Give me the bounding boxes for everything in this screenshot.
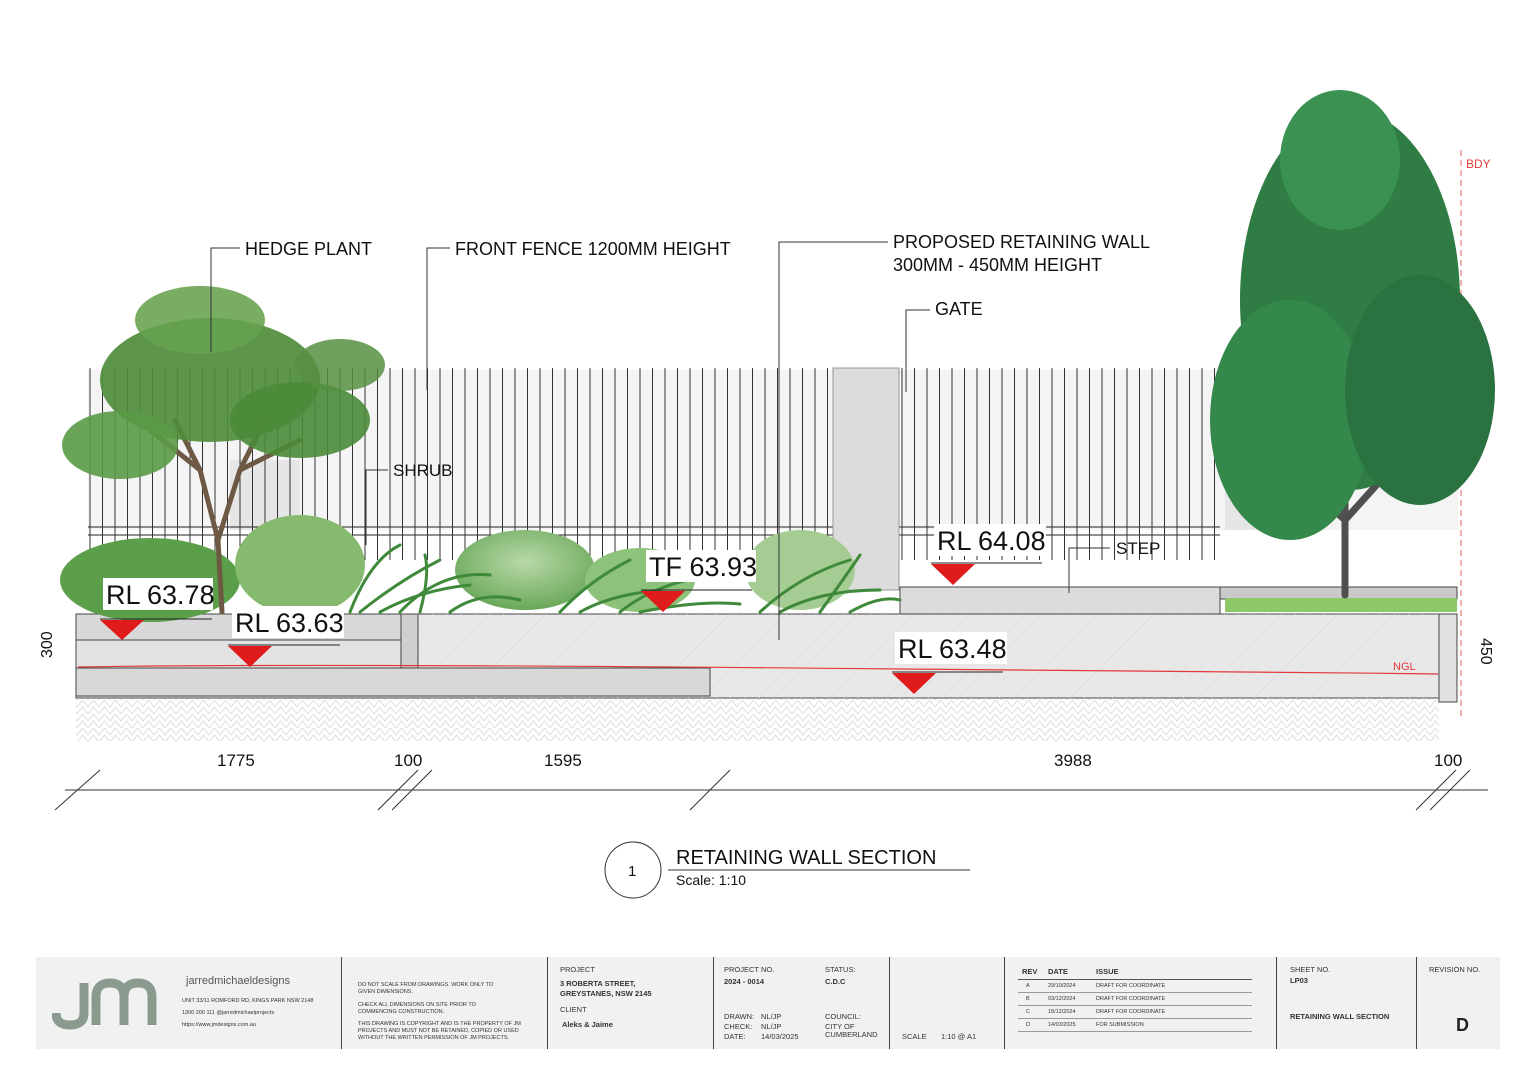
drawn-label: DRAWN: bbox=[724, 1012, 755, 1021]
date-label: DATE: bbox=[724, 1032, 746, 1041]
revision-row: B 03/12/2024 DRAFT FOR COORDINATE bbox=[1018, 993, 1252, 1006]
retaining-wall-label-line1: PROPOSED RETAINING WALL bbox=[893, 232, 1150, 252]
dimension-100-right: 100 bbox=[1434, 751, 1462, 770]
council-line1: CITY OF bbox=[825, 1022, 855, 1031]
dimension-line bbox=[54, 769, 1488, 811]
front-fence-label: FRONT FENCE 1200MM HEIGHT bbox=[455, 239, 731, 259]
revision-row: D 14/03/2025 FOR SUBMISSION bbox=[1018, 1019, 1252, 1032]
retaining-wall-label-line2: 300MM - 450MM HEIGHT bbox=[893, 255, 1102, 275]
bdy-label: BDY bbox=[1466, 157, 1491, 171]
level-marker: RL 63.63 bbox=[228, 606, 344, 667]
section-title-text: RETAINING WALL SECTION bbox=[676, 847, 936, 869]
sheet-title: RETAINING WALL SECTION bbox=[1290, 1012, 1390, 1021]
note-scale: DO NOT SCALE FROM DRAWINGS. WORK ONLY TO… bbox=[358, 982, 494, 995]
level-marker: TF 63.93 bbox=[641, 550, 757, 612]
ngl-label: NGL bbox=[1393, 661, 1416, 673]
project-line1: 3 ROBERTA STREET, bbox=[560, 979, 636, 988]
note-copyright: THIS DRAWING IS COPYRIGHT AND IS THE PRO… bbox=[358, 1021, 521, 1041]
revision-row: C 18/12/2024 DRAFT FOR COORDINATE bbox=[1018, 1006, 1252, 1019]
council-label: COUNCIL: bbox=[825, 1012, 861, 1021]
retaining-wall-section bbox=[75, 586, 1458, 741]
section-number: 1 bbox=[628, 863, 636, 880]
shrubs bbox=[60, 515, 1457, 622]
check-value: NL/JP bbox=[761, 1022, 782, 1031]
check-label: CHECK: bbox=[724, 1022, 753, 1031]
ngl-line bbox=[77, 664, 1439, 675]
company-name: jarredmichaeldesigns bbox=[186, 975, 290, 987]
scale-label: SCALE bbox=[902, 1032, 927, 1041]
level-rl-63-63: RL 63.63 bbox=[235, 608, 344, 638]
level-tf-63-93: TF 63.93 bbox=[649, 552, 757, 582]
dimension-100-left: 100 bbox=[394, 751, 422, 770]
level-rl-63-78: RL 63.78 bbox=[106, 580, 215, 610]
client-name: Aleks & Jaime bbox=[562, 1020, 613, 1029]
project-label: PROJECT bbox=[560, 965, 596, 974]
revision-no: D bbox=[1456, 1015, 1469, 1035]
revision-row: A 29/10/2024 DRAFT FOR COORDINATE bbox=[1018, 980, 1252, 993]
level-marker: RL 63.48 bbox=[892, 632, 1007, 694]
section-scale: Scale: 1:10 bbox=[676, 872, 746, 888]
sheet-no: LP03 bbox=[1290, 976, 1308, 985]
sheet-no-label: SHEET NO. bbox=[1290, 965, 1331, 974]
hedge-plant-label: HEDGE PLANT bbox=[245, 239, 372, 259]
level-marker: RL 63.78 bbox=[100, 578, 215, 640]
dimension-1775: 1775 bbox=[217, 751, 255, 770]
company-website: https://www.jmdesigns.com.au bbox=[182, 1022, 256, 1028]
level-rl-63-48: RL 63.48 bbox=[898, 634, 1007, 664]
date-value: 14/03/2025 bbox=[761, 1032, 799, 1041]
gate-label: GATE bbox=[935, 299, 983, 319]
title-block: jarredmichaeldesigns UNIT 33/11 ROMFORD … bbox=[36, 957, 1500, 1049]
company-address: UNIT 33/11 ROMFORD RD, KINGS PARK NSW 21… bbox=[182, 998, 314, 1004]
client-label: CLIENT bbox=[560, 1005, 587, 1014]
drawn-value: NL/JP bbox=[761, 1012, 782, 1021]
level-rl-64-08: RL 64.08 bbox=[937, 526, 1046, 556]
council-line2: CUMBERLAND bbox=[825, 1030, 878, 1039]
company-logo bbox=[52, 978, 157, 1030]
status-value: C.D.C bbox=[825, 977, 846, 986]
level-marker: RL 64.08 bbox=[931, 524, 1046, 585]
date-header: DATE bbox=[1048, 967, 1068, 976]
note-dimensions: CHECK ALL DIMENSIONS ON SITE PRIOR TO CO… bbox=[358, 1002, 476, 1015]
shrub-label: SHRUB bbox=[393, 461, 453, 480]
revision-table: REV DATE ISSUE A 29/10/2024 DRAFT FOR CO… bbox=[1018, 965, 1252, 1032]
rev-header: REV bbox=[1022, 967, 1038, 976]
company-contact: 1300 200 111 @jarredmichaelprojects bbox=[182, 1010, 275, 1016]
dimension-3988: 3988 bbox=[1054, 751, 1092, 770]
project-line2: GREYSTANES, NSW 2145 bbox=[560, 989, 652, 998]
dimension-1595: 1595 bbox=[544, 751, 582, 770]
revision-no-label: REVISION NO. bbox=[1429, 965, 1481, 974]
section-title: 1 RETAINING WALL SECTION Scale: 1:10 bbox=[604, 841, 970, 899]
project-no-label: PROJECT NO. bbox=[724, 965, 775, 974]
wall-height-left: 300 bbox=[39, 631, 56, 658]
hedge-plant-tree bbox=[62, 286, 385, 615]
project-no: 2024 - 0014 bbox=[724, 977, 765, 986]
step-label: STEP bbox=[1116, 539, 1160, 558]
status-label: STATUS: bbox=[825, 965, 856, 974]
issue-header: ISSUE bbox=[1096, 967, 1119, 976]
wall-height-right: 450 bbox=[1477, 638, 1494, 665]
leader-lines bbox=[210, 241, 1110, 640]
street-tree bbox=[1210, 90, 1495, 599]
scale-value: 1:10 @ A1 bbox=[941, 1032, 977, 1041]
